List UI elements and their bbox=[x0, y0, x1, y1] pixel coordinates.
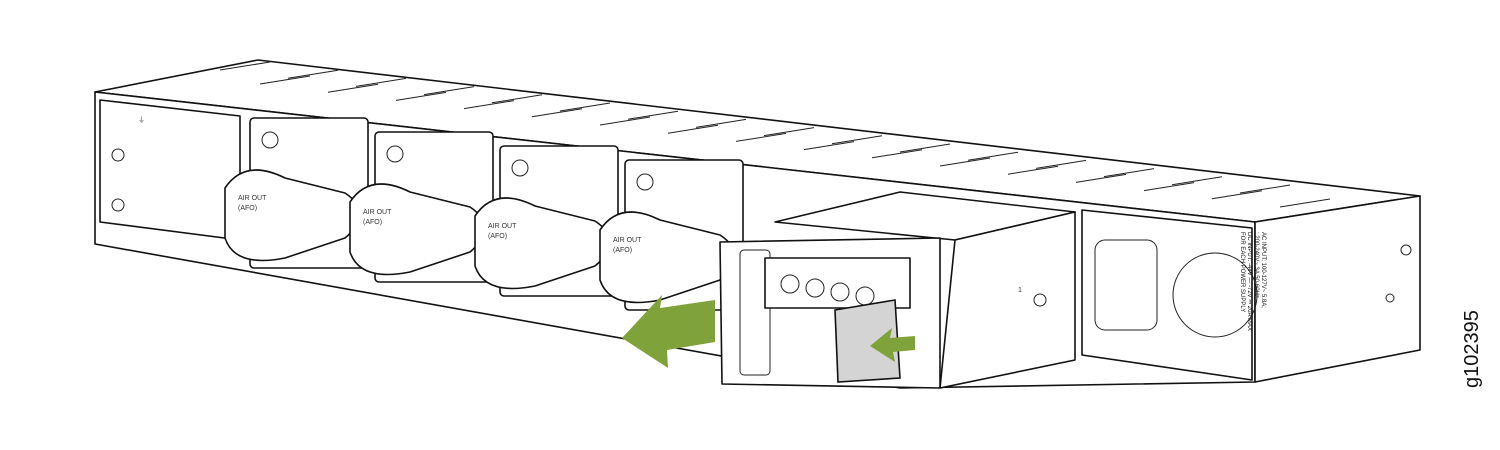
fan-module[interactable]: AIR OUT (AFO) bbox=[224, 117, 369, 269]
vent-slot bbox=[1007, 165, 1059, 175]
vent-slot bbox=[831, 135, 883, 145]
vent-slot bbox=[1239, 184, 1291, 194]
terminal-screw-icon bbox=[805, 278, 825, 298]
screw-icon bbox=[1400, 244, 1412, 256]
fan-module[interactable]: AIR OUT (AFO) bbox=[474, 145, 619, 297]
vent-slot bbox=[1211, 190, 1263, 200]
vent-slot bbox=[939, 157, 991, 167]
vent-slot bbox=[899, 143, 951, 153]
vent-slot bbox=[967, 151, 1019, 161]
captive-screw-icon bbox=[261, 131, 279, 149]
vent-slot bbox=[395, 91, 447, 101]
vent-slot bbox=[803, 141, 855, 151]
screw-icon bbox=[111, 148, 125, 162]
vent-slot bbox=[423, 86, 475, 96]
dc-psu-handle[interactable] bbox=[739, 249, 771, 376]
terminal-screw-icon bbox=[830, 282, 850, 302]
vent-slot bbox=[1143, 182, 1195, 192]
terminal-cover[interactable] bbox=[834, 299, 901, 383]
psu-rating-label: AC INPUT: 100-127V~ 5.8A; : 200-240V~ 3A… bbox=[1239, 232, 1266, 333]
air-out-label: AIR OUT bbox=[488, 223, 517, 230]
vent-slots bbox=[219, 61, 1331, 208]
vent-slot bbox=[287, 69, 339, 79]
afo-label: (AFO) bbox=[613, 247, 632, 254]
figure-id: g102395 bbox=[1461, 310, 1483, 388]
afo-label: (AFO) bbox=[363, 219, 382, 226]
air-out-label: AIR OUT bbox=[613, 237, 642, 244]
vent-slot bbox=[667, 124, 719, 134]
psu-fan-opening bbox=[1172, 252, 1258, 338]
vent-slot bbox=[259, 75, 311, 85]
terminal-screw-icon bbox=[780, 274, 800, 294]
vent-slot bbox=[1035, 159, 1087, 169]
psu-handle bbox=[1094, 239, 1158, 331]
screw-icon bbox=[1033, 293, 1047, 307]
psu-slot-2 bbox=[1081, 209, 1253, 381]
vent-slot bbox=[491, 94, 543, 104]
insert-cover-arrow bbox=[870, 328, 915, 362]
left-ear-panel bbox=[99, 99, 241, 241]
screw-icon bbox=[1385, 293, 1395, 303]
vent-slot bbox=[1279, 198, 1331, 208]
captive-screw-icon bbox=[636, 173, 654, 191]
air-out-label: AIR OUT bbox=[363, 209, 392, 216]
afo-label: (AFO) bbox=[488, 233, 507, 240]
vent-slot bbox=[1103, 168, 1155, 178]
vent-slot bbox=[599, 116, 651, 126]
vent-slot bbox=[871, 149, 923, 159]
vent-slot bbox=[1075, 173, 1127, 183]
vent-slot bbox=[463, 100, 515, 110]
captive-screw-icon bbox=[386, 145, 404, 163]
vent-slot bbox=[763, 127, 815, 137]
vent-slot bbox=[627, 110, 679, 120]
vent-slot bbox=[1171, 176, 1223, 186]
fan-module[interactable]: AIR OUT (AFO) bbox=[349, 131, 494, 283]
vent-slot bbox=[559, 102, 611, 112]
ground-icon: ⏚ bbox=[138, 116, 145, 124]
chassis-side bbox=[1254, 195, 1421, 383]
vent-slot bbox=[735, 132, 787, 142]
slot-number: 1 bbox=[1018, 287, 1022, 294]
captive-screw-icon bbox=[511, 159, 529, 177]
vent-slot bbox=[219, 61, 271, 71]
remove-direction-arrow bbox=[622, 295, 715, 368]
dc-psu-side bbox=[939, 211, 1076, 389]
vent-slot bbox=[531, 108, 583, 118]
vent-slot bbox=[355, 77, 407, 87]
screw-icon bbox=[111, 198, 125, 212]
air-out-label: AIR OUT bbox=[238, 195, 267, 202]
afo-label: (AFO) bbox=[238, 205, 257, 212]
vent-slot bbox=[327, 83, 379, 93]
vent-slot bbox=[695, 118, 747, 128]
